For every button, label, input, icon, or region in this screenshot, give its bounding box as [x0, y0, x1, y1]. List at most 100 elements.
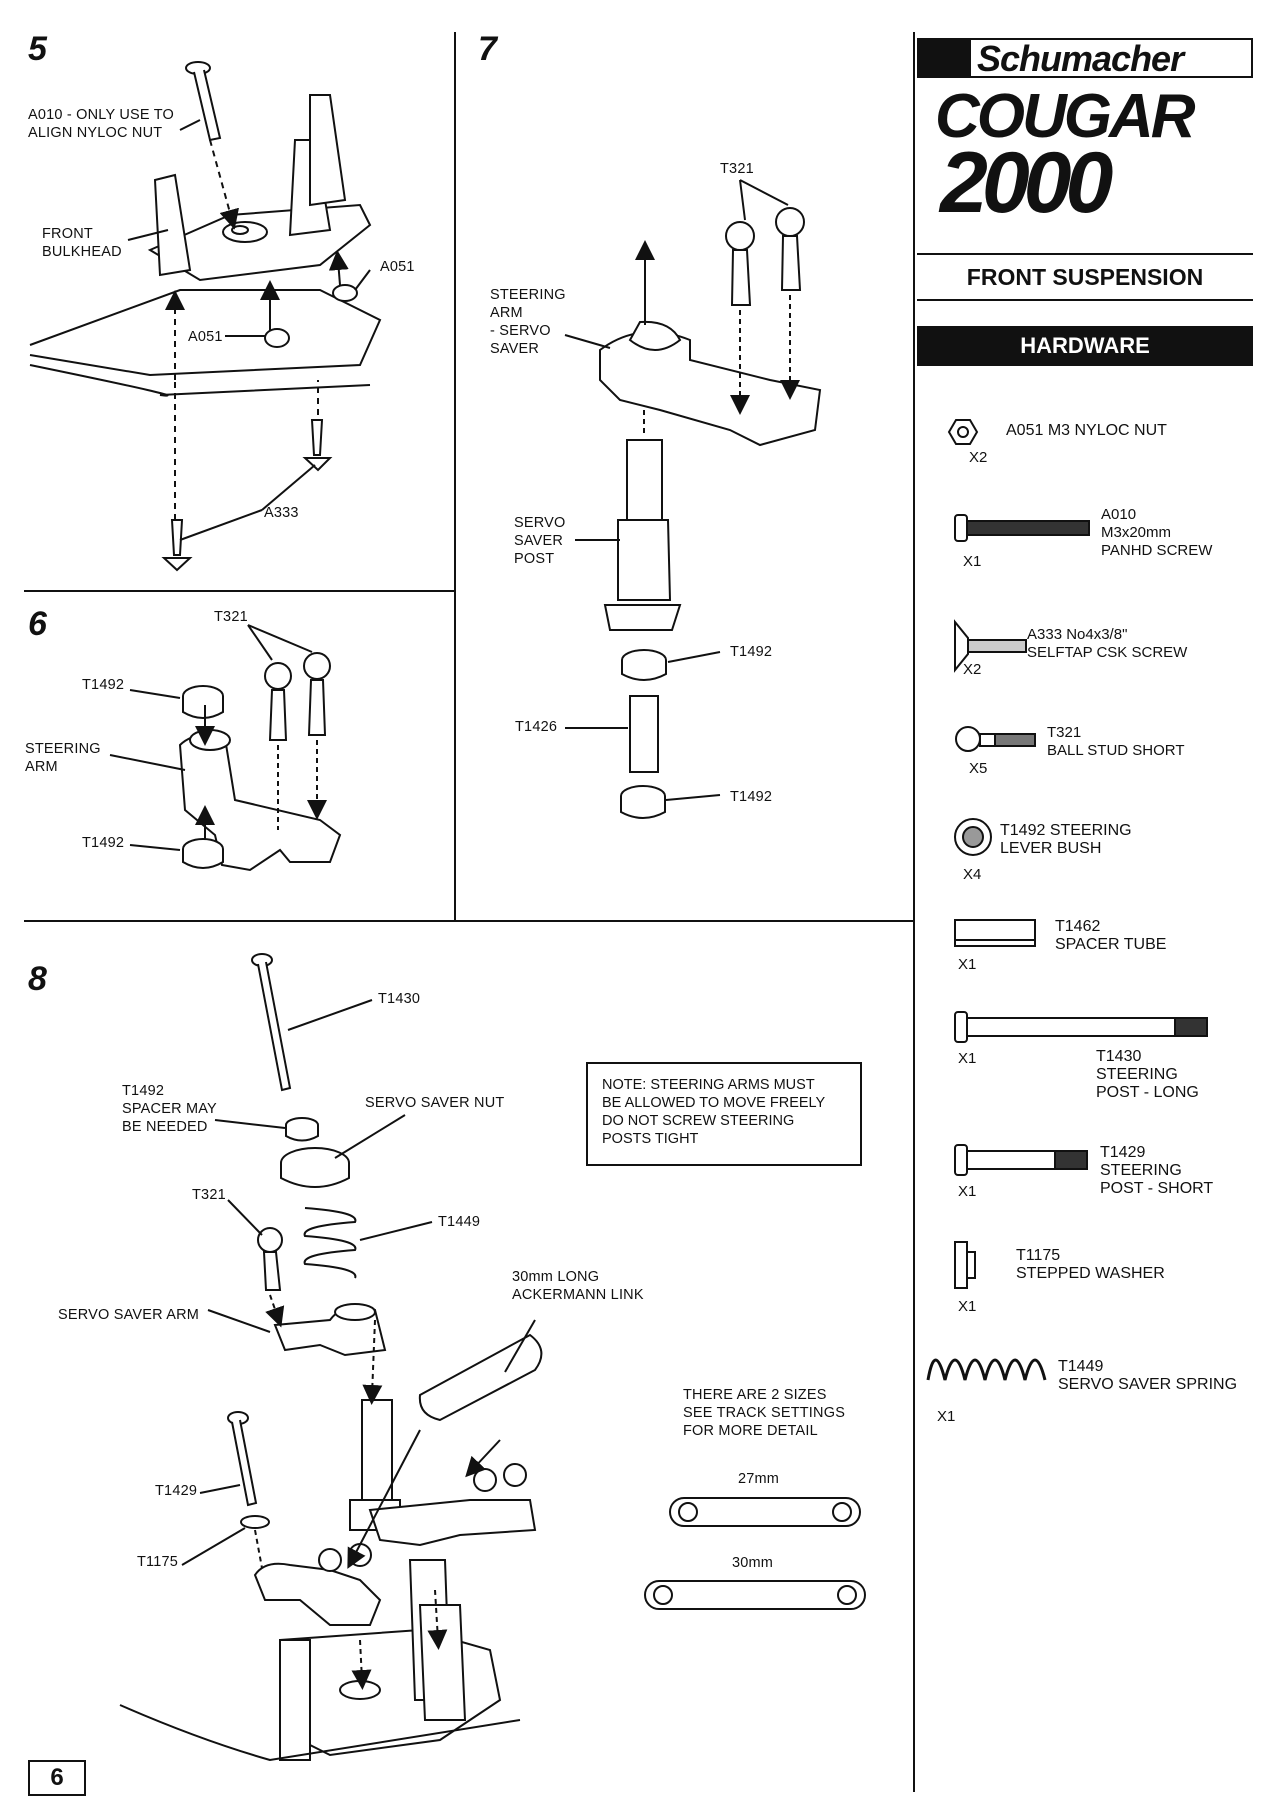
step6-ballstud-2	[303, 652, 331, 736]
hw-t1175-label: T1175 STEPPED WASHER	[1016, 1247, 1165, 1282]
hw-t321-label: T321 BALL STUD SHORT	[1047, 724, 1185, 759]
hw-t1430-qty: X1	[958, 1050, 977, 1067]
divider-horizontal-main	[24, 920, 914, 922]
spacer-tube-icon	[954, 919, 1036, 947]
label-t1175: T1175	[137, 1554, 179, 1570]
label-steering-arm-step6: STEERING ARM	[25, 741, 101, 775]
hw-a333-qty: X2	[963, 661, 982, 678]
label-t1430: T1430	[378, 991, 421, 1007]
hw-a010-qty: X1	[963, 553, 982, 570]
step-number-7: 7	[478, 30, 497, 68]
step7-ballstud-2	[775, 207, 805, 291]
ball-stud-icon	[955, 726, 1036, 752]
divider-horizontal-5-6	[24, 590, 456, 592]
label-a051-left: A051	[188, 329, 223, 345]
label-front-bulkhead: FRONT BULKHEAD	[42, 226, 122, 260]
csk-screw-icon	[954, 619, 1027, 673]
label-servo-saver-post: SERVO SAVER POST	[514, 515, 566, 567]
hw-t1430-label: T1430 STEERING POST - LONG	[1096, 1048, 1199, 1101]
bush-icon	[954, 818, 992, 856]
label-t1492-step6-top: T1492	[82, 677, 125, 693]
step8-steering-arm-left	[253, 1543, 382, 1626]
step8-servo-saver-arm	[273, 1303, 387, 1357]
label-t1492-step7-bottom: T1492	[730, 789, 773, 805]
hw-t321-qty: X5	[969, 760, 988, 777]
step8-spacer	[285, 1117, 319, 1142]
step5-nut-right	[332, 284, 358, 302]
step8-stepped-washer	[240, 1515, 270, 1529]
link-27mm	[669, 1497, 861, 1527]
label-link-30mm: 30mm	[732, 1555, 774, 1571]
label-t321-step6: T321	[214, 609, 248, 625]
label-servo-saver-arm: SERVO SAVER ARM	[58, 1307, 200, 1323]
step-number-8: 8	[28, 960, 47, 998]
brand-logo-bar: Schumacher	[917, 38, 1253, 79]
label-sizes-note: THERE ARE 2 SIZES SEE TRACK SETTINGS FOR…	[683, 1387, 846, 1439]
hw-t1449-label: T1449 SERVO SAVER SPRING	[1058, 1358, 1238, 1393]
section-title: FRONT SUSPENSION	[966, 264, 1204, 290]
hw-t1492-qty: X4	[963, 866, 982, 883]
step5-chassis-plate	[29, 289, 382, 397]
hw-a051-label: A051 M3 NYLOC NUT	[1006, 422, 1167, 439]
brand-model-line1: COUGAR	[935, 82, 1196, 151]
label-t1429: T1429	[155, 1483, 198, 1499]
divider-vertical-left	[454, 32, 456, 922]
step7-steering-arm	[599, 320, 822, 447]
hw-t1462-label: T1462 SPACER TUBE	[1055, 918, 1167, 953]
step8-ackermann-link	[418, 1333, 543, 1422]
step6-ballstud-1	[264, 662, 292, 741]
title-rule-bottom	[917, 299, 1253, 301]
title-rule-top	[917, 253, 1253, 255]
label-a333: A333	[264, 505, 299, 521]
step8-ballstud	[257, 1227, 283, 1291]
label-ackermann-link: 30mm LONG ACKERMANN LINK	[512, 1269, 644, 1303]
step7-spacer-tube	[629, 695, 659, 773]
hw-t1429-qty: X1	[958, 1183, 977, 1200]
panhead-screw-icon	[954, 514, 1090, 542]
label-a051-right: A051	[380, 259, 415, 275]
nyloc-nut-icon	[947, 419, 979, 445]
step7-bush-top	[621, 649, 667, 681]
hw-a010-label: A010 M3x20mm PANHD SCREW	[1101, 506, 1213, 559]
label-steering-arm-servo-saver: STEERING ARM - SERVO SAVER	[490, 287, 566, 357]
hw-t1449-qty: X1	[937, 1408, 956, 1425]
label-t321-step7: T321	[720, 161, 754, 177]
step7-ballstud-1	[725, 221, 755, 306]
label-a010: A010 - ONLY USE TO ALIGN NYLOC NUT	[28, 107, 174, 141]
long-post-icon	[954, 1011, 1208, 1043]
step8-post-short	[227, 1411, 258, 1507]
step7-servo-post	[603, 439, 682, 631]
hw-t1175-qty: X1	[958, 1298, 977, 1315]
stepped-washer-icon	[954, 1241, 976, 1289]
spring-icon	[926, 1358, 1047, 1381]
step5-screw-a333-right	[302, 419, 333, 472]
hw-t1429-label: T1429 STEERING POST - SHORT	[1100, 1144, 1214, 1197]
hw-t1492-label: T1492 STEERING LEVER BUSH	[1000, 822, 1132, 857]
brand-maker: Schumacher	[977, 38, 1184, 79]
step8-servo-saver-nut	[280, 1147, 350, 1188]
step5-bulkhead	[147, 94, 372, 282]
step-number-5: 5	[28, 30, 47, 68]
hw-t1462-qty: X1	[958, 956, 977, 973]
step5-screw-a333-left	[161, 519, 193, 572]
hardware-heading: HARDWARE	[917, 326, 1253, 366]
link-30mm	[644, 1580, 866, 1610]
label-t1426: T1426	[515, 719, 558, 735]
step7-bush-bottom	[620, 785, 666, 819]
label-t321-step8: T321	[192, 1187, 226, 1203]
step8-spring	[303, 1207, 357, 1279]
brand-logo-mark	[919, 40, 971, 76]
step8-post-long	[251, 953, 292, 1092]
divider-vertical-right	[913, 32, 915, 1792]
page-number: 6	[28, 1760, 86, 1796]
hw-a333-label: A333 No4x3/8" SELFTAP CSK SCREW	[1027, 626, 1188, 661]
label-servo-saver-nut: SERVO SAVER NUT	[365, 1095, 505, 1111]
step8-chassis-plate	[119, 1704, 521, 1762]
step6-bush-bottom	[182, 838, 224, 869]
brand-model-line2: 2000	[940, 135, 1113, 231]
label-t1449: T1449	[438, 1214, 481, 1230]
step5-nut-left	[264, 328, 290, 348]
label-link-27mm: 27mm	[738, 1471, 780, 1487]
step-number-6: 6	[28, 605, 47, 643]
